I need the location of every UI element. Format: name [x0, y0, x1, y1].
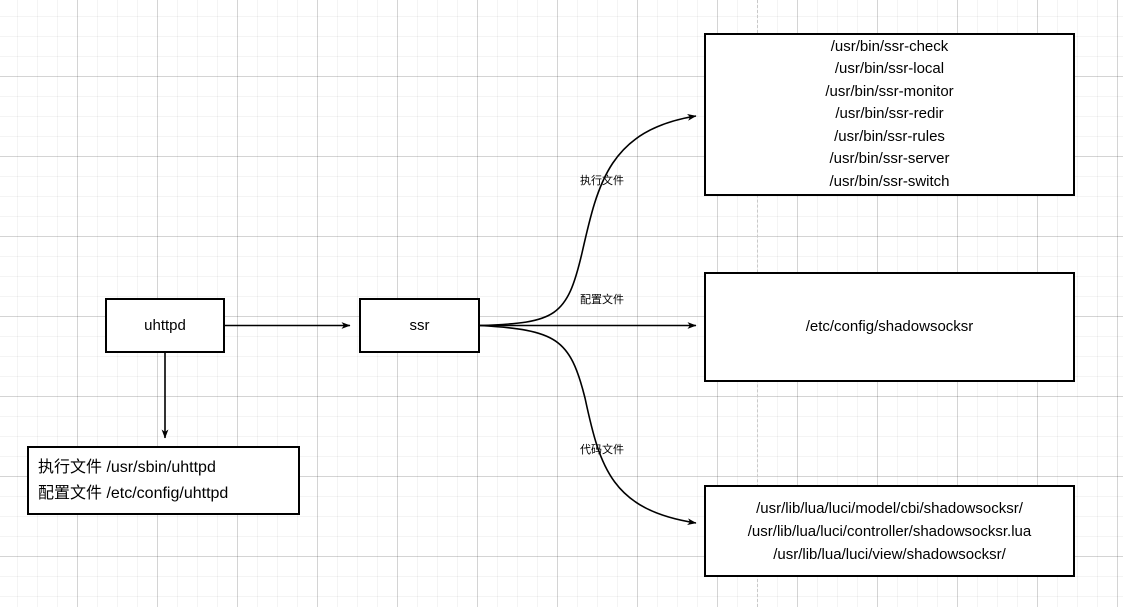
node-ssr-binaries[interactable]: /usr/bin/ssr-check /usr/bin/ssr-local /u…: [704, 33, 1075, 196]
edge-label-code: 代码文件: [580, 444, 624, 456]
node-uhttpd-files-label: 执行文件 /usr/sbin/uhttpd 配置文件 /etc/config/u…: [38, 458, 229, 502]
node-ssr-code[interactable]: /usr/lib/lua/luci/model/cbi/shadowsocksr…: [704, 485, 1075, 577]
node-ssr-config[interactable]: /etc/config/shadowsocksr: [704, 272, 1075, 382]
node-ssr-code-label: /usr/lib/lua/luci/model/cbi/shadowsocksr…: [747, 499, 1032, 563]
edge-ssr-to-code: [479, 324, 697, 526]
node-ssr-binaries-label: /usr/bin/ssr-check /usr/bin/ssr-local /u…: [825, 37, 954, 190]
node-ssr-label: ssr: [409, 316, 430, 334]
node-uhttpd-files[interactable]: 执行文件 /usr/sbin/uhttpd 配置文件 /etc/config/u…: [27, 446, 300, 515]
edge-label-executable: 执行文件: [580, 175, 624, 187]
node-uhttpd-label: uhttpd: [144, 316, 186, 334]
node-ssr[interactable]: ssr: [359, 298, 480, 353]
edge-label-config: 配置文件: [580, 294, 624, 306]
node-ssr-config-label: /etc/config/shadowsocksr: [805, 318, 974, 335]
node-uhttpd[interactable]: uhttpd: [105, 298, 225, 353]
edge-ssr-to-binaries: [479, 114, 697, 327]
